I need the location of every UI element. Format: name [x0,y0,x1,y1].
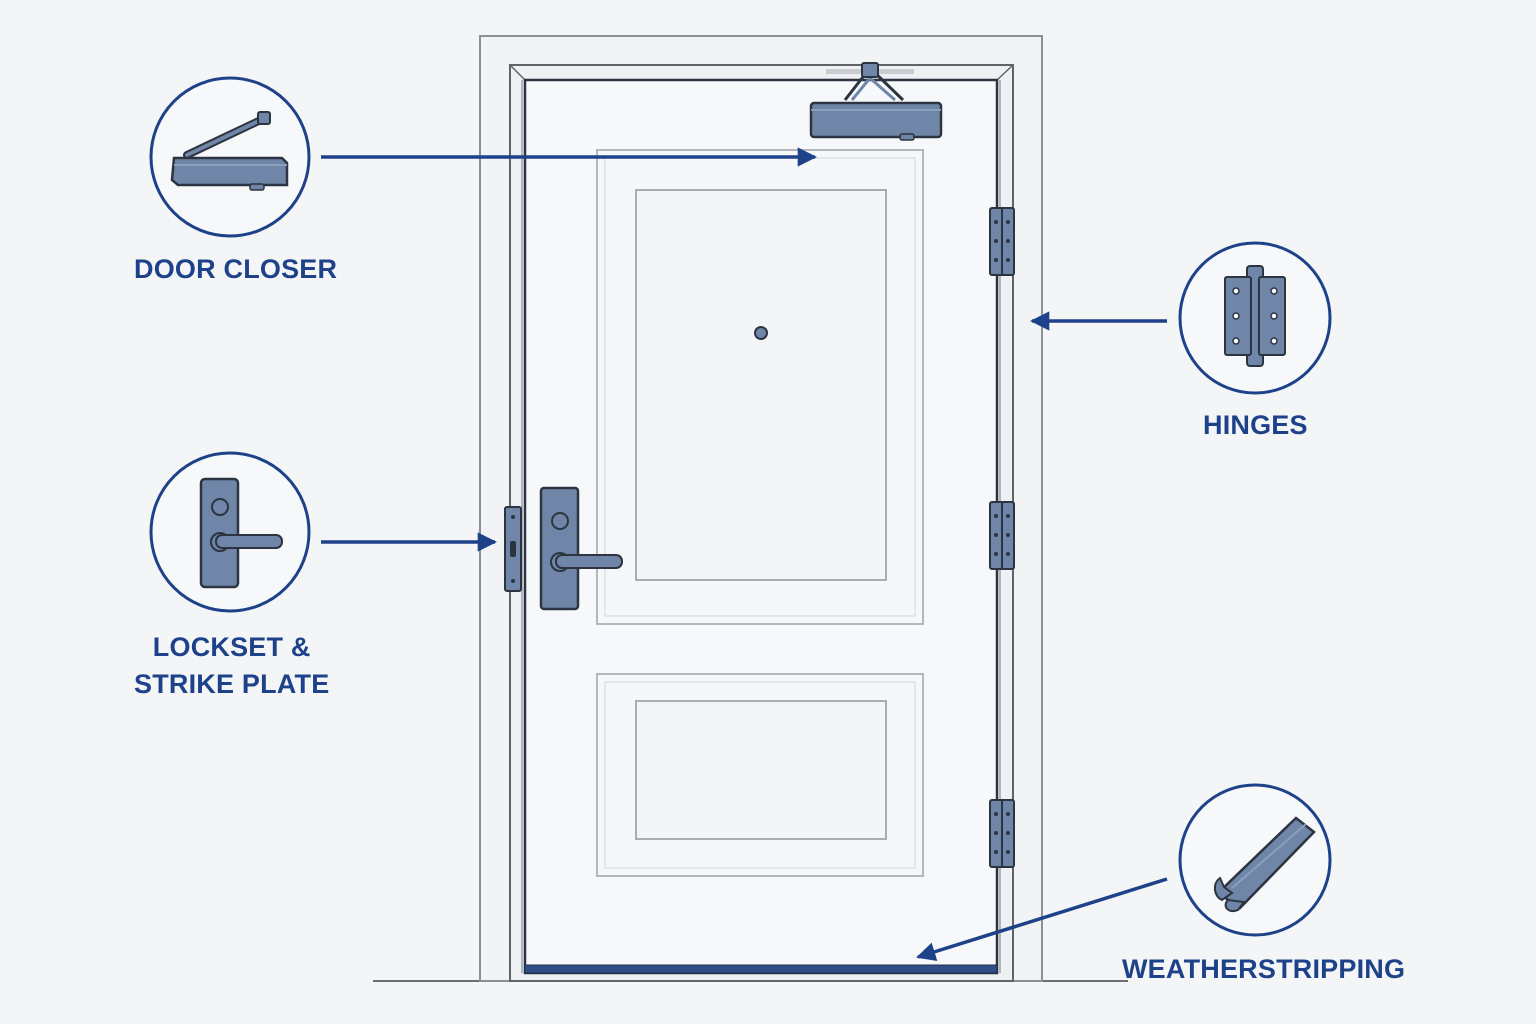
door-hinge-middle [989,501,1015,570]
upper-panel [596,149,924,625]
lockset-icon [149,451,311,613]
door-weatherstrip [524,964,998,974]
weatherstripping-arrow [916,877,1168,962]
hinge-icon [1178,241,1332,395]
lockset-strike-plate-label: LOCKSET & STRIKE PLATE [134,629,329,703]
door-hinge-bottom [989,799,1015,868]
door-closer-label: DOOR CLOSER [134,254,338,284]
peephole [754,326,768,340]
weatherstripping-label: WEATHERSTRIPPING [1122,954,1406,984]
lockset [539,486,623,611]
door-closer-icon [149,76,311,238]
door-closer [809,62,943,141]
lower-panel [596,673,924,877]
lockset-label-line-1: LOCKSET & [152,632,311,662]
strike-plate [504,506,522,592]
weatherstrip-icon [1178,783,1332,937]
lockset-label-line-2: STRIKE PLATE [134,669,330,699]
door-hinge-top [989,207,1015,276]
hinges-label: HINGES [1203,410,1308,440]
